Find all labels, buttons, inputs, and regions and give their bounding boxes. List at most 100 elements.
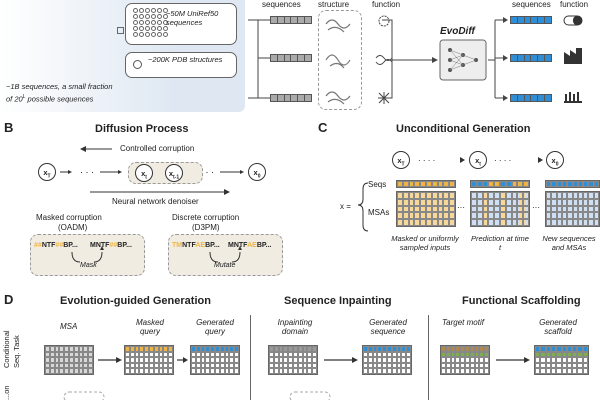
grid-cell [372, 346, 378, 352]
grid-cell [278, 346, 284, 352]
grid-cell [273, 368, 279, 374]
grid-cell [441, 346, 446, 352]
grid-cell [583, 205, 589, 213]
grid-cell [465, 351, 470, 358]
grid-cell [139, 368, 145, 374]
grid-cell [577, 212, 584, 220]
grid-cell [134, 357, 140, 363]
grid-cell [556, 346, 562, 352]
grid-cell [546, 205, 552, 213]
uniref-dot [145, 14, 150, 19]
grid-cell [163, 357, 169, 363]
grid-cell [582, 357, 588, 363]
uniref-dot [133, 20, 138, 25]
grid-cell [302, 368, 308, 374]
grid-cell [471, 198, 477, 206]
grid-cell [479, 357, 485, 363]
grid-cell [288, 362, 293, 369]
grid-generated-sequence-d [362, 345, 412, 375]
grid-cell [168, 362, 173, 369]
grid-cell [441, 357, 446, 363]
grid-cell [363, 368, 368, 374]
grid-cell [406, 346, 411, 352]
grid-cell [387, 368, 392, 374]
grid-cell [572, 351, 578, 358]
uniref-dot [133, 32, 138, 37]
grid-cell [45, 362, 50, 369]
grid-cell [550, 351, 557, 358]
grid-cell [283, 357, 289, 363]
grid-cell [460, 346, 465, 352]
grid-inpainting-d [268, 345, 318, 375]
grid-cell [273, 351, 279, 358]
grid-cell [556, 219, 562, 226]
grid-cell [396, 362, 402, 369]
grid-cell [144, 357, 149, 363]
grid-cell [283, 346, 289, 352]
grid-cell [583, 212, 589, 220]
grid-new-msa [545, 191, 600, 227]
grid-cell [545, 362, 551, 369]
grid-cell [363, 346, 368, 352]
grid-cell [517, 219, 524, 226]
grid-cell [312, 362, 317, 369]
grid-cell [125, 346, 130, 352]
node-x0-c: x0 [546, 151, 564, 169]
grid-cell [545, 351, 551, 358]
grid-cell [505, 192, 512, 199]
grid-cell [200, 346, 206, 352]
grid-cell [505, 205, 512, 213]
grid-cell [408, 205, 415, 213]
grid-cell [500, 192, 506, 199]
caption-prediction: Prediction at time t [471, 234, 529, 252]
grid-cell [511, 212, 518, 220]
grid-cell [88, 368, 93, 374]
grid-cell [372, 362, 378, 369]
uniref-dot [163, 20, 168, 25]
grid-cell [73, 362, 79, 369]
grid-cell [431, 212, 438, 220]
uniref-dot [139, 26, 144, 31]
grid-cell [312, 357, 317, 363]
grid-cell [49, 351, 55, 358]
grid-cell [469, 362, 475, 369]
grid-cell [219, 351, 225, 358]
grid-cell [49, 368, 55, 374]
grid-cell [455, 357, 461, 363]
grid-cell [535, 357, 541, 363]
grid-cell [391, 368, 397, 374]
grid-cell [45, 351, 50, 358]
label-msa: MSA [60, 322, 78, 331]
grid-cell [561, 212, 568, 220]
grid-cell [297, 351, 303, 358]
grid-cell [588, 181, 594, 187]
grid-cell [367, 368, 373, 374]
grid-cell [545, 368, 551, 374]
grid-cell [215, 357, 220, 363]
grid-cell [73, 346, 79, 352]
grid-cell [45, 346, 50, 352]
grid-cell [224, 351, 230, 358]
grid-cell [556, 362, 562, 369]
grid-cell [511, 181, 518, 187]
grid-cell [149, 362, 154, 369]
grid-cell [556, 368, 562, 374]
grid-cell [572, 219, 578, 226]
grid-cell [474, 362, 480, 369]
grid-cell [414, 219, 421, 226]
grid-cell [505, 181, 512, 187]
uniref-dot [163, 8, 168, 13]
grid-cell [450, 346, 456, 352]
grid-cell [83, 357, 89, 363]
node-xt-c: xt [469, 151, 487, 169]
grid-cell [402, 181, 409, 187]
grid-cell [431, 192, 438, 199]
grid-cell [168, 368, 173, 374]
grid-cell [88, 357, 93, 363]
grid-cell [479, 346, 485, 352]
grid-cell [455, 362, 461, 369]
grid-cell [474, 346, 480, 352]
grid-cell [312, 346, 317, 352]
grid-cell [401, 362, 407, 369]
grid-cell [583, 198, 589, 206]
